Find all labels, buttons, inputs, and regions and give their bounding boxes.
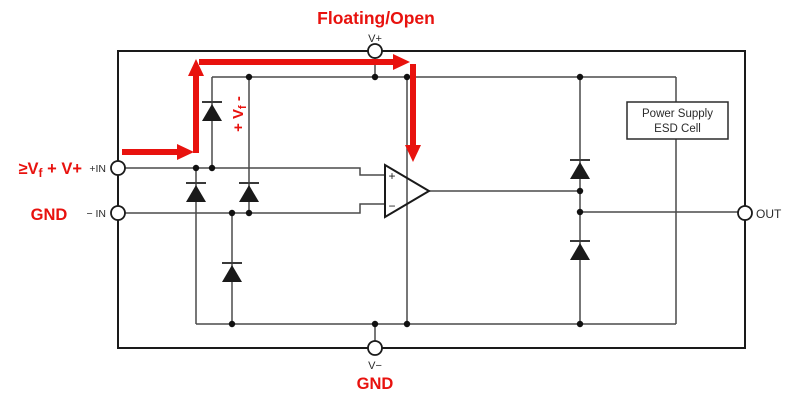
vplus-pin-circle xyxy=(367,43,383,59)
junction-dot xyxy=(228,209,236,217)
junction-dot xyxy=(576,320,584,328)
esd-cell-label-line1: Power Supply xyxy=(642,108,713,120)
junction-dot xyxy=(403,73,411,81)
junction-dot xyxy=(403,320,411,328)
diode-inplus-to-vplus xyxy=(202,101,222,121)
arrowhead-right-icon xyxy=(177,144,194,160)
internal-wires xyxy=(125,58,738,341)
opamp-symbol: + − xyxy=(384,163,431,219)
vminus-pin-circle xyxy=(367,340,383,356)
inplus-pin-circle xyxy=(110,160,126,176)
diode-drop-sub: f xyxy=(237,105,249,109)
junction-dots xyxy=(192,73,584,328)
junction-dot xyxy=(371,320,379,328)
inminus-pin-label: − IN xyxy=(86,208,106,220)
diode-triangle xyxy=(202,104,222,121)
diode-triangle xyxy=(239,185,259,202)
junction-dot xyxy=(245,209,253,217)
junction-dot xyxy=(228,320,236,328)
inplus-pin-label: +IN xyxy=(89,163,106,175)
diode-vminus-to-inplus xyxy=(186,182,206,202)
opamp-triangle xyxy=(384,163,431,219)
arrowhead-up-icon xyxy=(188,59,204,76)
diode-triangle xyxy=(570,162,590,179)
diode-forward-voltage-label: + Vf - xyxy=(230,96,249,132)
figure-title: Floating/Open xyxy=(317,8,435,28)
junction-dot xyxy=(576,208,584,216)
input-condition-sub: f xyxy=(39,166,44,180)
gnd-supply-label: GND xyxy=(357,375,394,393)
junction-dot xyxy=(208,164,216,172)
junction-dot xyxy=(245,73,253,81)
diode-vminus-to-output xyxy=(570,240,590,260)
arrowhead-down-icon xyxy=(405,145,421,162)
inminus-pin-circle xyxy=(110,205,126,221)
power-supply-esd-cell: Power Supply ESD Cell xyxy=(626,101,729,140)
in-minus-wire xyxy=(125,203,385,214)
vminus-pin-label: V− xyxy=(368,360,382,372)
gnd-input-label: GND xyxy=(31,206,68,224)
opamp-noninverting-sign: + xyxy=(388,169,395,183)
input-condition-pre: ≥V xyxy=(18,160,38,178)
junction-dot xyxy=(371,73,379,81)
arrowhead-right-icon xyxy=(393,54,410,70)
esd-cell-label-line2: ESD Cell xyxy=(654,123,701,135)
vplus-pin-label: V+ xyxy=(368,33,382,45)
diode-inminus-to-vplus xyxy=(239,182,259,202)
diode-drop-pre: + V xyxy=(230,109,247,132)
esd-current-path xyxy=(122,54,421,162)
opamp-inverting-sign: − xyxy=(388,199,395,213)
junction-dot xyxy=(192,164,200,172)
esd-diodes xyxy=(186,101,590,282)
out-pin-circle xyxy=(737,205,753,221)
input-condition-label: ≥Vf + V+ xyxy=(18,160,82,180)
diode-drop-post: - xyxy=(230,96,247,105)
diode-output-to-vplus xyxy=(570,159,590,179)
esd-cell-box xyxy=(626,101,729,140)
input-condition-post: + V+ xyxy=(43,160,82,178)
out-pin-label: OUT xyxy=(756,207,782,221)
junction-dot xyxy=(576,187,584,195)
diode-vminus-to-inminus xyxy=(222,262,242,282)
in-plus-wire xyxy=(125,167,385,176)
diode-triangle xyxy=(186,185,206,202)
ic-package-outline xyxy=(117,50,746,349)
package-pins xyxy=(110,43,753,356)
diode-triangle xyxy=(570,243,590,260)
junction-dot xyxy=(576,73,584,81)
diode-triangle xyxy=(222,265,242,282)
